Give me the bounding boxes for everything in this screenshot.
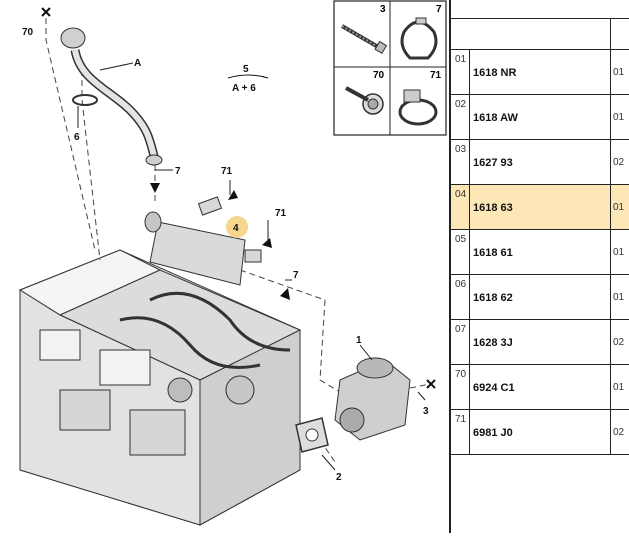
row-index: 01 [455,54,467,65]
row-index: 04 [455,189,467,200]
parts-row-71[interactable]: 71 6981 J0 02 [451,410,629,455]
callout-A-plus-6: A + 6 [232,83,256,94]
callout-A: A [134,58,141,69]
leader-lines [77,62,426,471]
part-reference: 1628 3J [473,337,513,349]
parts-row-03[interactable]: 03 1627 93 02 [451,140,629,185]
callout-71-upper: 71 [221,166,233,177]
part-reference: 6924 C1 [473,382,515,394]
parts-row-06[interactable]: 06 1618 62 01 [451,275,629,320]
row-index: 70 [455,369,467,380]
hose-clamp-icon [398,89,438,126]
inset-label-7: 7 [436,4,442,15]
exploded-parts-diagram: 3 7 70 71 [18,0,447,526]
inset-small-parts: 3 7 70 71 [333,0,447,136]
parts-row-05[interactable]: 05 1618 61 01 [451,230,629,275]
egr-cooler [144,196,262,286]
part-reference: 1618 62 [473,292,513,304]
part-reference: 1618 63 [473,202,513,214]
part-quantity: 02 [613,337,625,348]
parts-row-02[interactable]: 02 1618 AW 01 [451,95,629,140]
panel-divider [449,0,451,533]
row-index: 05 [455,234,467,245]
callout-1: 1 [356,335,362,346]
part-reference: 1618 AW [473,112,518,124]
gasket [295,417,329,453]
callout-2: 2 [336,472,342,483]
callout-70: 70 [22,27,34,38]
part-reference: 1627 93 [473,157,513,169]
egr-pipe [60,27,163,166]
engine-block [18,249,302,526]
callout-7-lower: 7 [293,270,299,281]
table-header-line [451,18,629,19]
parts-row-07[interactable]: 07 1628 3J 02 [451,320,629,365]
callout-5: 5 [243,64,249,75]
inset-label-70: 70 [373,70,385,81]
parts-row-04-selected[interactable]: 04 1618 63 01 [451,185,629,230]
callout-3: 3 [423,406,429,417]
screw-icon [340,24,388,55]
callout-71-lower: 71 [275,208,287,219]
part-quantity: 02 [613,427,625,438]
part-quantity: 01 [613,67,625,78]
row-index: 03 [455,144,467,155]
cross-markers [41,7,436,389]
table-header-separator [610,18,611,49]
row-index: 06 [455,279,467,290]
clamp-icon [400,17,438,60]
callout-7-upper: 7 [175,166,181,177]
nut-icon [345,86,384,115]
part-quantity: 01 [613,382,625,393]
egr-valve [334,357,411,441]
row-index: 02 [455,99,467,110]
part-quantity: 01 [613,112,625,123]
o-ring-seal [72,94,98,106]
inset-label-3: 3 [380,4,386,15]
parts-row-70[interactable]: 70 6924 C1 01 [451,365,629,410]
part-reference: 6981 J0 [473,427,513,439]
parts-row-01[interactable]: 01 1618 NR 01 [451,50,629,95]
part-quantity: 01 [613,202,625,213]
brace-mark [227,74,269,79]
parts-table: 01 1618 NR 01 02 1618 AW 01 03 1627 93 0… [451,49,629,455]
part-reference: 1618 61 [473,247,513,259]
part-quantity: 01 [613,292,625,303]
row-index: 07 [455,324,467,335]
part-reference: 1618 NR [473,67,517,79]
part-quantity: 02 [613,157,625,168]
callout-6: 6 [74,132,80,143]
direction-arrows [150,183,290,300]
inset-label-71: 71 [430,70,442,81]
callout-4: 4 [233,223,239,234]
row-index: 71 [455,414,467,425]
part-quantity: 01 [613,247,625,258]
selected-part-marker [226,216,248,238]
